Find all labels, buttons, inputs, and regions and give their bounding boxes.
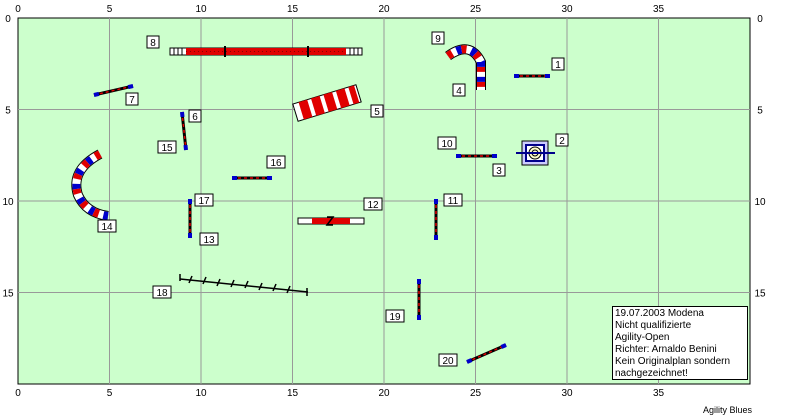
obstacle-number-text: 4 [456, 86, 462, 97]
obstacle-number-text: 18 [156, 288, 168, 299]
obstacle-number-text: 12 [367, 200, 379, 211]
jump-7 [93, 84, 134, 97]
x-tick-label-bottom: 10 [195, 388, 207, 399]
credit-text: Agility Blues [702, 405, 752, 415]
obstacle-number-13: 13 [199, 232, 219, 246]
info-box: 19.07.2003 Modena Nicht qualifizierte Ag… [612, 306, 748, 380]
y-tick-label-left: 10 [2, 197, 14, 208]
obstacle-number-15: 15 [157, 140, 177, 154]
obstacle-number-17: 17 [194, 193, 214, 207]
obstacle-number-text: 8 [150, 38, 156, 49]
obstacle-number-text: 5 [374, 107, 380, 118]
info-line: 19.07.2003 Modena [615, 308, 704, 319]
obstacle-number-text: 1 [555, 60, 561, 71]
y-tick-label-left: 0 [5, 14, 11, 25]
x-tick-label-top: 25 [470, 4, 482, 15]
jump-20 [466, 343, 507, 364]
obstacle-number-3: 3 [492, 163, 506, 177]
weave-poles [179, 274, 309, 296]
obstacle-number-4: 4 [452, 83, 466, 97]
y-tick-label-left: 15 [2, 289, 14, 300]
obstacle-number-text: 17 [198, 196, 210, 207]
obstacle-number-text: 14 [101, 222, 113, 233]
info-line: Kein Originalplan sondern [615, 356, 731, 367]
obstacle-number-text: 9 [435, 34, 441, 45]
x-tick-label-top: 5 [107, 4, 113, 15]
obstacle-number-20: 20 [438, 353, 458, 367]
obstacle-number-text: 11 [448, 196, 459, 207]
obstacle-number-11: 11 [443, 193, 463, 207]
obstacle-number-5: 5 [370, 104, 384, 118]
obstacle-number-12: 12 [363, 197, 383, 211]
obstacle-number-18: 18 [152, 285, 172, 299]
tunnel-upper [445, 44, 486, 90]
info-line: Nicht qualifizierte [615, 320, 692, 331]
info-line: Agility-Open [615, 332, 670, 343]
x-tick-label-top: 30 [561, 4, 573, 15]
obstacle-number-9: 9 [431, 31, 445, 45]
y-tick-label-right: 5 [757, 106, 763, 117]
obstacle-number-7: 7 [125, 92, 139, 106]
x-tick-label-top: 15 [287, 4, 299, 15]
x-tick-label-bottom: 0 [15, 388, 21, 399]
x-tick-label-bottom: 5 [107, 388, 113, 399]
obstacle-number-text: 10 [441, 139, 453, 150]
obstacle-number-text: 16 [270, 158, 282, 169]
seesaw [297, 216, 365, 226]
obstacle-number-8: 8 [146, 35, 160, 49]
x-tick-label-top: 20 [378, 4, 390, 15]
obstacle-number-1: 1 [551, 57, 565, 71]
jump-6 [180, 111, 188, 151]
obstacle-number-6: 6 [188, 109, 202, 123]
obstacle-number-text: 6 [192, 112, 198, 123]
info-line: Richter: Arnaldo Benini [615, 344, 717, 355]
x-tick-label-top: 35 [653, 4, 665, 15]
tunnel-left [71, 149, 109, 221]
x-tick-label-bottom: 35 [653, 388, 665, 399]
obstacle-number-text: 19 [389, 312, 401, 323]
y-tick-label-right: 15 [754, 289, 766, 300]
table [516, 140, 555, 166]
tire-panel [292, 84, 362, 122]
x-tick-label-top: 10 [195, 4, 207, 15]
obstacle-number-text: 2 [559, 136, 565, 147]
obstacle-number-2: 2 [555, 133, 569, 147]
y-tick-label-right: 0 [757, 14, 763, 25]
x-tick-label-bottom: 30 [561, 388, 573, 399]
x-tick-label-bottom: 15 [287, 388, 299, 399]
obstacle-number-text: 15 [161, 143, 173, 154]
info-line: nachgezeichnet! [615, 368, 688, 379]
obstacle-number-19: 19 [385, 309, 405, 323]
obstacle-number-14: 14 [97, 219, 117, 233]
obstacle-number-text: 7 [129, 95, 135, 106]
x-tick-label-top: 0 [15, 4, 21, 15]
x-tick-label-bottom: 25 [470, 388, 482, 399]
jumps-layer [93, 74, 550, 364]
obstacle-number-16: 16 [266, 155, 286, 169]
obstacle-number-text: 13 [203, 235, 215, 246]
dogwalk [169, 46, 363, 57]
obstacle-number-text: 20 [442, 356, 454, 367]
y-tick-label-left: 5 [5, 106, 11, 117]
y-tick-label-right: 10 [754, 197, 766, 208]
obstacle-number-10: 10 [437, 136, 457, 150]
obstacle-number-text: 3 [496, 166, 502, 177]
x-tick-label-bottom: 20 [378, 388, 390, 399]
